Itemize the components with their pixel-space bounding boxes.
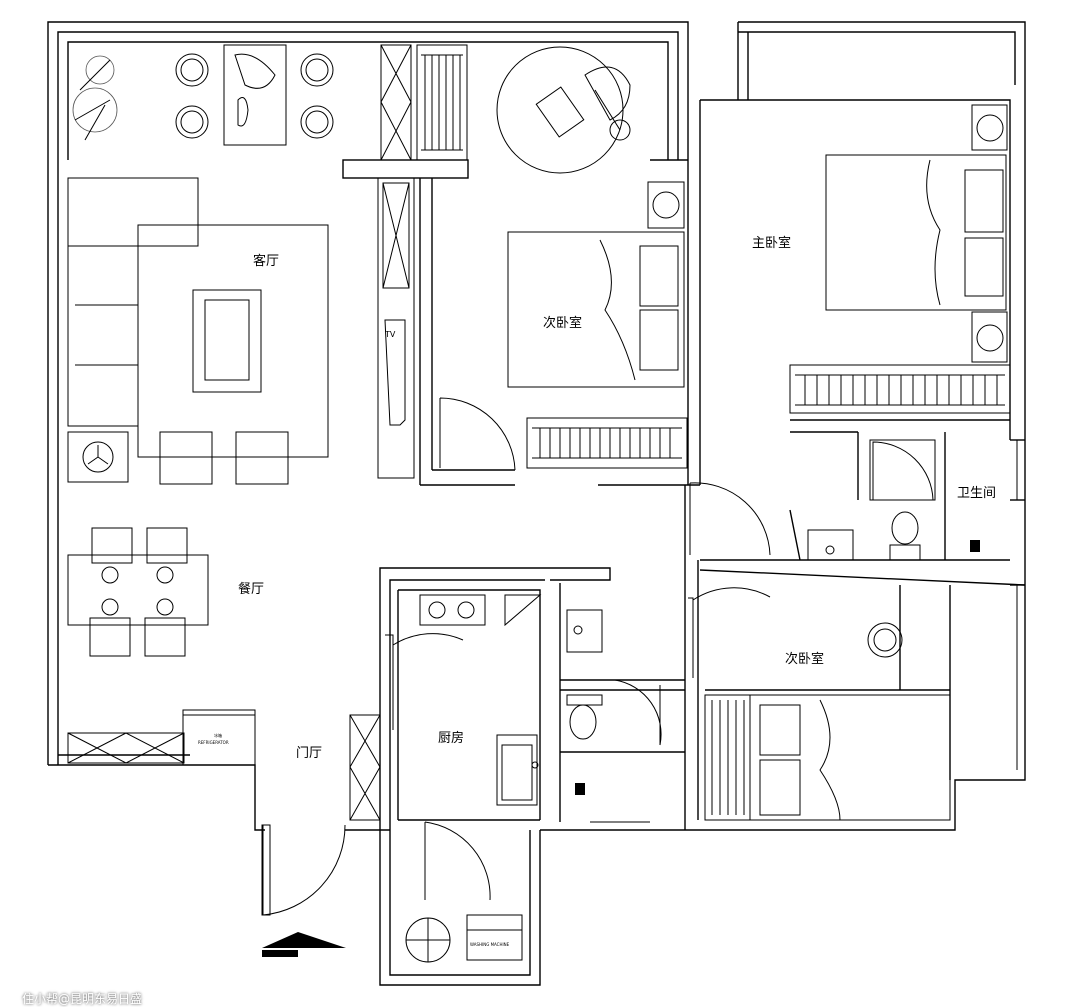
room-label-bathroom: 卫生间: [957, 486, 997, 501]
room-label-second-bedroom-bottom: 次卧室: [785, 652, 825, 667]
room-label-living-room: 客厅: [253, 254, 280, 269]
room-label-foyer: 门厅: [296, 746, 323, 761]
balcony-furniture: [72, 44, 468, 161]
washer-label: WASHING MACHINE: [470, 942, 510, 947]
fridge-label-en: REFRIGERATOR: [198, 740, 229, 745]
plant-icon: [72, 55, 118, 141]
room-label-second-bedroom-top: 次卧室: [543, 316, 583, 331]
watermark: 住小帮@昆明东易日盛: [22, 992, 143, 1006]
dining-furniture: [67, 527, 256, 766]
round-desk: [496, 46, 631, 174]
outer-walls: [47, 21, 1026, 986]
interior-walls: [342, 100, 1026, 830]
room-label-kitchen: 厨房: [438, 731, 465, 746]
kitchen-fixtures: [385, 594, 542, 963]
fridge-label-cn: 冰箱: [214, 733, 222, 738]
wardrobe-hatch: [421, 54, 463, 151]
room-label-dining-room: 餐厅: [238, 582, 265, 597]
foyer-fixtures: [261, 714, 381, 957]
master-bedroom-furniture: [689, 104, 1011, 556]
second-bedroom-bottom-furniture: [688, 587, 951, 821]
living-room-furniture: [67, 177, 415, 485]
room-label-master-bedroom: 主卧室: [752, 236, 792, 251]
entry-arrow-icon: [262, 950, 298, 957]
tv-label: TV: [385, 330, 396, 339]
guest-bath-fixtures: [566, 609, 662, 795]
master-bath-fixtures: [807, 439, 980, 561]
second-bedroom-furniture: [439, 181, 688, 471]
